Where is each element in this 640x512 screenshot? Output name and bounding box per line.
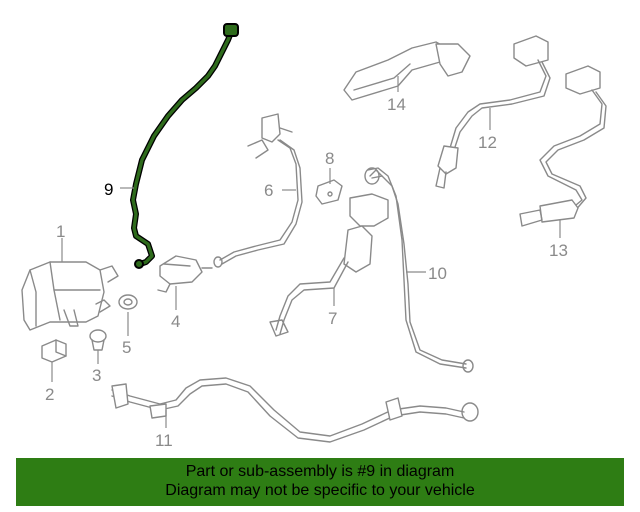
part-12-sensor[interactable] bbox=[435, 35, 551, 189]
callout-11: 11 bbox=[155, 431, 173, 450]
part-10-pipe[interactable] bbox=[364, 167, 474, 373]
callout-7: 7 bbox=[328, 309, 337, 328]
part-3-grommet[interactable] bbox=[89, 329, 107, 351]
callout-13: 13 bbox=[549, 241, 568, 260]
part-13-sensor[interactable] bbox=[519, 65, 607, 227]
part-8-bracket[interactable] bbox=[315, 179, 343, 205]
banner-line-2: Diagram may not be specific to your vehi… bbox=[165, 482, 475, 499]
callout-10: 10 bbox=[428, 264, 447, 283]
part-11-pipe[interactable] bbox=[111, 377, 479, 443]
part-9-hose[interactable] bbox=[130, 23, 239, 269]
parts-diagram: 1 2 3 4 5 6 7 8 9 10 11 12 13 14 bbox=[21, 23, 607, 450]
callout-14: 14 bbox=[387, 95, 406, 114]
part-1-canister[interactable] bbox=[21, 261, 119, 331]
callout-6: 6 bbox=[264, 181, 273, 200]
part-6-hose[interactable] bbox=[213, 113, 303, 268]
part-14-bracket[interactable] bbox=[343, 41, 471, 101]
banner-line-1: Part or sub-assembly is #9 in diagram bbox=[185, 463, 455, 480]
part-7-hose[interactable] bbox=[269, 169, 389, 337]
callout-8: 8 bbox=[325, 149, 334, 168]
callout-5: 5 bbox=[122, 338, 131, 357]
callout-4: 4 bbox=[171, 312, 180, 331]
callouts: 1 2 3 4 5 6 7 8 9 10 11 12 13 14 bbox=[45, 95, 568, 450]
callout-9: 9 bbox=[104, 180, 113, 199]
callout-2: 2 bbox=[45, 385, 54, 404]
leader-lines bbox=[51, 76, 561, 428]
part-5-bushing[interactable] bbox=[118, 294, 138, 310]
part-4-valve[interactable] bbox=[157, 255, 213, 293]
callout-3: 3 bbox=[92, 366, 101, 385]
part-2-pad[interactable] bbox=[41, 339, 67, 363]
info-banner: Part or sub-assembly is #9 in diagram Di… bbox=[16, 458, 624, 506]
callout-1: 1 bbox=[56, 222, 65, 241]
callout-12: 12 bbox=[478, 133, 497, 152]
